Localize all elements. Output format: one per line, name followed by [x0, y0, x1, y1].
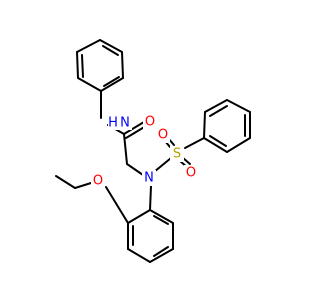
atom-amide-nitrogen: N H [108, 114, 132, 131]
bond-s-to-right-ring [184, 137, 205, 149]
molecule-structure: N H O N S O O O [55, 39, 251, 263]
right-ring-inner-1 [209, 105, 228, 117]
top-ring-bond-3 [100, 77, 124, 92]
top-ring-inner-1 [102, 45, 119, 56]
lower-ring-bond-6 [127, 209, 151, 224]
top-ring-bond-1 [99, 39, 123, 53]
amide-n-label: N [120, 116, 130, 131]
right-ring-bond-5 [226, 137, 251, 153]
bond-ring-to-ether-o [105, 186, 129, 224]
bond-carbonyl-c-to-o-a [123, 121, 145, 135]
amide-h-label: H [108, 116, 118, 131]
lower-ring-inner-1 [153, 215, 169, 225]
right-ring-inner-3 [209, 135, 227, 147]
right-ring-bond-2 [204, 99, 228, 113]
bond-ch2-to-sulfonamide-n [126, 163, 144, 176]
bonds [55, 39, 251, 263]
bond-s-to-o-right-b [182, 157, 191, 165]
bond-n-to-s [153, 157, 172, 173]
atom-sulfonyl-oxygen-right: O [184, 165, 198, 181]
bond-carbonyl-c-to-ch2 [123, 133, 128, 165]
top-ring-bond-2 [121, 51, 124, 79]
top-ring-bond-6 [76, 39, 101, 53]
atom-sulfonamide-nitrogen: N [142, 170, 156, 186]
lower-ring-bond-3 [149, 248, 174, 263]
top-ring-bond-5 [76, 51, 79, 79]
atom-carbonyl-oxygen: O [143, 114, 157, 130]
lower-ring-bond-4 [127, 248, 151, 263]
atom-sulfur: S [170, 146, 184, 162]
atom-sulfonyl-oxygen-left: O [156, 127, 170, 143]
lower-ring-inner-2 [153, 246, 169, 257]
top-ring-inner-2 [103, 76, 120, 87]
atom-ether-oxygen: O [91, 173, 105, 189]
right-ring-bond-3 [226, 99, 251, 113]
carbonyl-o-label: O [145, 115, 155, 130]
ether-o-label: O [93, 174, 103, 189]
top-ring-bond-4 [77, 77, 102, 92]
sulfonyl-o-right-label: O [186, 166, 196, 181]
bond-ethyl-ch2-to-ch3 [55, 175, 76, 189]
right-ring-bond-6 [203, 137, 228, 153]
sulfonyl-o-left-label: O [158, 128, 168, 143]
lower-ring-bond-1 [149, 209, 174, 224]
top-ring-inner-3 [81, 54, 84, 78]
right-ring-bond-1 [203, 111, 206, 139]
bond-carbonyl-c-to-o-b [125, 125, 147, 139]
sulfur-label: S [173, 147, 181, 162]
bond-n-to-lower-ring [149, 185, 152, 211]
bond-ether-o-to-ch2 [74, 182, 92, 189]
sulfonamide-n-label: N [144, 171, 154, 186]
